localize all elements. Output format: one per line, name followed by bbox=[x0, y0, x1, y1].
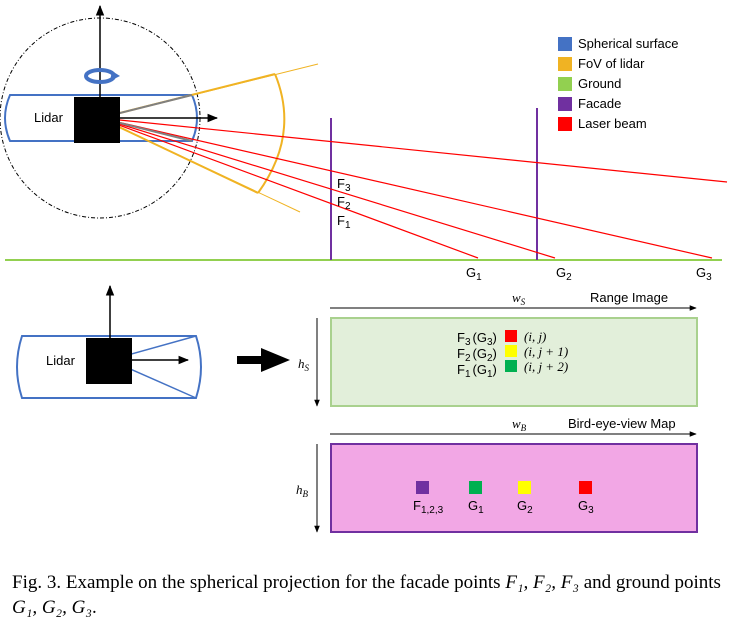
caption-ground-math: G₁, G₂, G₃ bbox=[12, 597, 92, 618]
figure-caption: Fig. 3. Example on the spherical project… bbox=[12, 570, 722, 620]
lidar-box bbox=[74, 97, 120, 143]
svg-text:F1,2,3: F1,2,3 bbox=[413, 498, 444, 516]
range-cell bbox=[505, 360, 517, 372]
svg-text:G3: G3 bbox=[696, 265, 712, 283]
svg-text:G3: G3 bbox=[578, 498, 594, 516]
range-width-label: wS bbox=[512, 290, 526, 307]
svg-text:(i, j + 1): (i, j + 1) bbox=[524, 344, 568, 359]
caption-facade-math: F₁, F₂, F₃ bbox=[505, 572, 579, 593]
facade-point-labels: F3 F2 F1 bbox=[337, 176, 351, 231]
legend-swatch bbox=[558, 57, 572, 71]
svg-text:G1: G1 bbox=[466, 265, 482, 283]
svg-text:F2(G2): F2(G2) bbox=[457, 346, 497, 364]
legend-item: Spherical surface bbox=[558, 36, 678, 51]
rotation-arrow-icon bbox=[84, 68, 120, 84]
range-image-panel: wS Range Image hS F3(G3) (i, j) F2(G2) (… bbox=[298, 290, 698, 407]
svg-text:G2: G2 bbox=[556, 265, 572, 283]
bev-map-panel: wB Bird-eye-view Map hB F1,2,3 G1 G2 G3 bbox=[296, 416, 698, 533]
range-cell-row: F2(G2) (i, j + 1) bbox=[457, 344, 568, 364]
legend-swatch bbox=[558, 77, 572, 91]
range-height-label: hS bbox=[298, 356, 310, 373]
bottom-lidar-label: Lidar bbox=[46, 353, 76, 368]
svg-text:FoV of lidar: FoV of lidar bbox=[578, 56, 645, 71]
range-image-title: Range Image bbox=[590, 290, 668, 305]
range-cell bbox=[505, 345, 517, 357]
bev-cell: G2 bbox=[517, 481, 533, 516]
svg-text:Spherical surface: Spherical surface bbox=[578, 36, 678, 51]
bev-map-area bbox=[330, 443, 698, 533]
bev-cell: G1 bbox=[468, 481, 484, 516]
range-cell bbox=[505, 330, 517, 342]
svg-text:Laser beam: Laser beam bbox=[578, 116, 647, 131]
legend-swatch bbox=[558, 97, 572, 111]
svg-text:F1(G1): F1(G1) bbox=[457, 362, 497, 380]
caption-suffix: . bbox=[91, 597, 97, 618]
projection-arrow-icon bbox=[237, 348, 290, 372]
bottom-lidar-scene: Lidar bbox=[16, 284, 290, 399]
bev-cell: G3 bbox=[578, 481, 594, 516]
bottom-lidar-box bbox=[86, 338, 132, 384]
top-lidar-label: Lidar bbox=[34, 110, 64, 125]
svg-text:F1: F1 bbox=[337, 213, 351, 231]
legend-item: FoV of lidar bbox=[558, 56, 645, 71]
svg-text:F3: F3 bbox=[337, 176, 351, 194]
bev-map-title: Bird-eye-view Map bbox=[568, 416, 676, 431]
caption-middle: and ground points bbox=[578, 572, 721, 593]
legend-item: Facade bbox=[558, 96, 621, 111]
bev-height-label: hB bbox=[296, 482, 309, 499]
fov-wedge bbox=[99, 63, 319, 213]
svg-text:(i, j + 2): (i, j + 2) bbox=[524, 359, 568, 374]
bev-cell: F1,2,3 bbox=[413, 481, 444, 516]
legend-swatch bbox=[558, 37, 572, 51]
svg-text:F2: F2 bbox=[337, 194, 351, 212]
svg-text:Facade: Facade bbox=[578, 96, 621, 111]
svg-text:(i, j): (i, j) bbox=[524, 329, 546, 344]
svg-text:F3(G3): F3(G3) bbox=[457, 330, 497, 348]
legend-item: Laser beam bbox=[558, 116, 647, 131]
legend: Spherical surface FoV of lidar Ground Fa… bbox=[558, 36, 678, 131]
range-cell-row: F3(G3) (i, j) bbox=[457, 329, 546, 348]
caption-prefix: Fig. 3. Example on the spherical project… bbox=[12, 572, 506, 593]
laser-beams bbox=[99, 117, 728, 259]
svg-text:G1: G1 bbox=[468, 498, 484, 516]
bev-width-label: wB bbox=[512, 416, 527, 433]
legend-swatch bbox=[558, 117, 572, 131]
ground-point-labels: G1 G2 G3 bbox=[466, 265, 712, 283]
top-scene: Lidar F3 F2 F1 G1 G2 G3 bbox=[0, 4, 728, 283]
projection-diagram: Lidar F3 F2 F1 G1 G2 G3 Spherical surfac… bbox=[0, 4, 728, 533]
legend-item: Ground bbox=[558, 76, 621, 91]
range-cell-row: F1(G1) (i, j + 2) bbox=[457, 359, 568, 380]
svg-text:G2: G2 bbox=[517, 498, 533, 516]
svg-text:Ground: Ground bbox=[578, 76, 621, 91]
